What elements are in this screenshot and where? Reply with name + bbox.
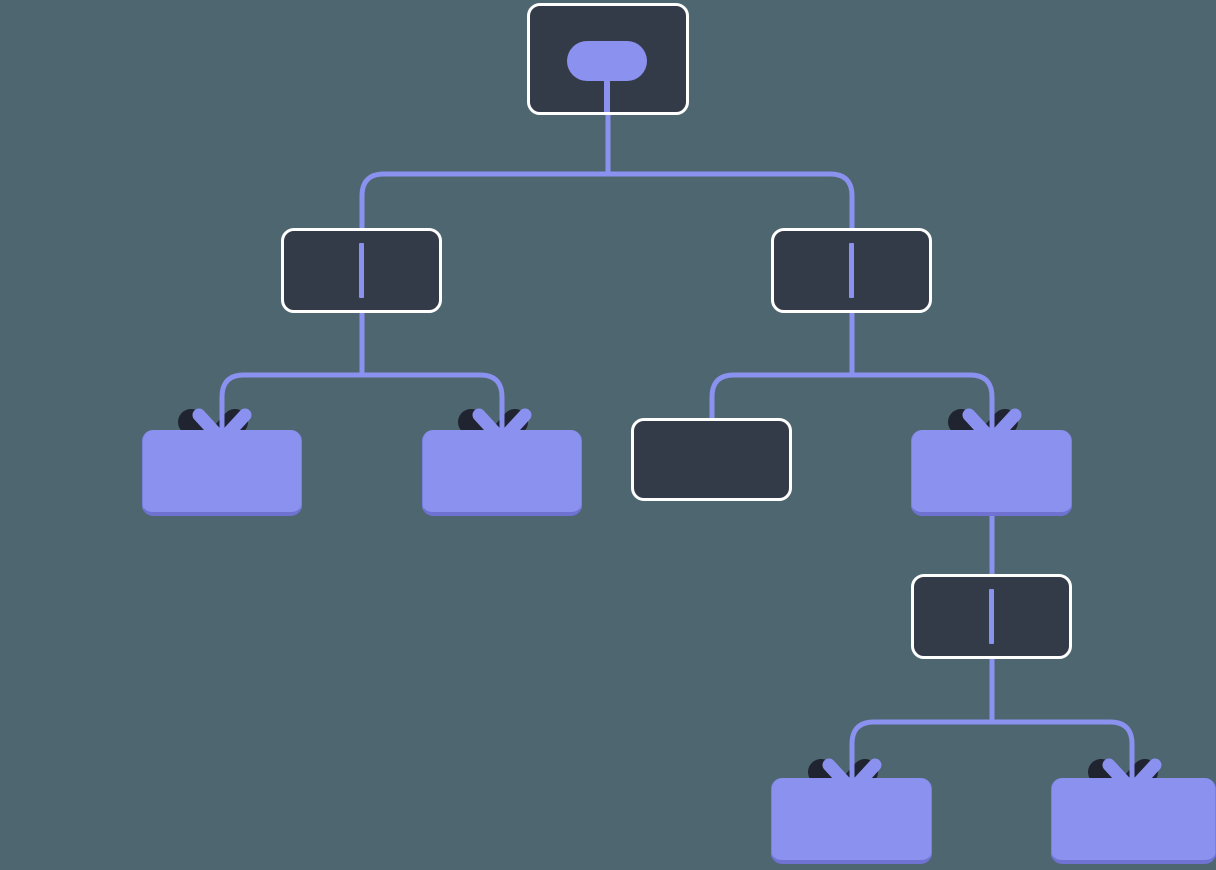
- edge-l1-left-to-l2b: [362, 372, 505, 432]
- edge-l3-to-l4-left: [849, 719, 992, 780]
- root-pill-shape: [567, 41, 647, 81]
- node-l1-right[interactable]: [771, 228, 932, 313]
- node-l2-b[interactable]: [422, 430, 582, 516]
- node-l4-right[interactable]: [1051, 778, 1216, 864]
- edge-l1-right-to-l2c: [709, 372, 852, 420]
- edge-root-to-l1-right: [608, 171, 855, 232]
- root-stem-shape: [604, 76, 610, 112]
- node-l3[interactable]: [911, 574, 1072, 659]
- node-l1-left[interactable]: [281, 228, 442, 313]
- edge-l1-left-to-l2a: [219, 372, 362, 432]
- edge-root-to-l1-left: [359, 171, 608, 232]
- l1-left-inner-line: [359, 243, 364, 298]
- node-l4-left[interactable]: [771, 778, 932, 864]
- edge-l3-to-l4-right: [992, 719, 1135, 780]
- node-l2-c[interactable]: [631, 418, 792, 501]
- l1-right-inner-line: [849, 243, 854, 298]
- node-l2-d[interactable]: [911, 430, 1072, 516]
- node-root[interactable]: [527, 3, 689, 115]
- l3-inner-line: [989, 589, 994, 644]
- edge-l1-right-to-l2d: [852, 372, 995, 432]
- node-l2-a[interactable]: [142, 430, 302, 516]
